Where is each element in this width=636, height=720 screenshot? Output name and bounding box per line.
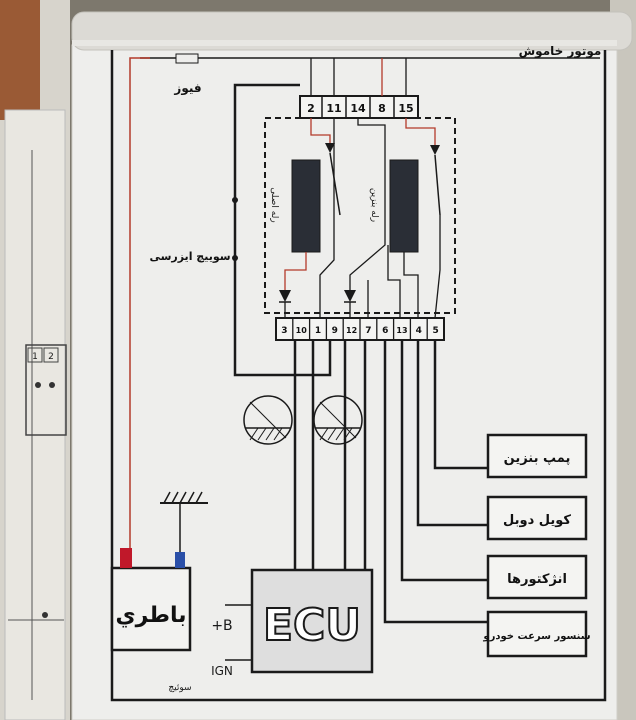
bottom-pin-13: 13: [396, 326, 407, 335]
left-wood-edge: [0, 0, 40, 120]
bottom-pin-7: 7: [365, 326, 371, 336]
top-pin-14: 14: [350, 102, 366, 115]
left-panel-pin-box-1: [27, 347, 43, 363]
plus-b-label: +B: [211, 618, 232, 634]
bottom-pin-10: 10: [296, 326, 308, 335]
diagram-title: موتور خاموش: [519, 44, 602, 59]
coil-wire: [416, 340, 488, 527]
relay1-red-wire: [310, 118, 331, 150]
left-panel-node-2: [49, 382, 55, 388]
bottom-connector-cells: [292, 318, 428, 340]
left-panel-relay-box: [25, 344, 67, 436]
bottom-pin-9: 9: [332, 326, 338, 336]
relay1-diode-top: [325, 143, 335, 153]
diode-left: [279, 290, 291, 302]
ign-label: IGN: [211, 664, 233, 678]
outer-frame-wire: [110, 50, 607, 702]
pump-relay-label: رله بنزین: [369, 188, 379, 222]
diode-mid: [344, 290, 356, 302]
left-panel-node-3: [42, 612, 48, 618]
relay2-out-wire-b: [403, 252, 419, 318]
bottom-pin-4: 4: [416, 326, 422, 336]
fuel-pump-wire: [433, 340, 488, 470]
ground-symbol-left: [243, 395, 293, 445]
switch-node-top: [232, 197, 238, 203]
relay2-out-wire-a: [387, 245, 401, 318]
speed-sensor-wire: [383, 340, 488, 624]
injectors-label: انژکتورها: [507, 572, 567, 587]
switch-label: سوییچ ایزرسی: [149, 250, 230, 263]
left-panel-pin-box-2: [43, 347, 59, 363]
top-pin-15: 15: [398, 102, 413, 115]
top-pin-11: 11: [326, 102, 341, 115]
bottom-pin-1: 1: [315, 326, 321, 336]
battery-box: [110, 566, 192, 652]
relay2-red-wire: [405, 118, 436, 145]
injectors-box: [486, 554, 588, 600]
relay-mid-wire: [349, 118, 386, 290]
left-panel-pin-2: 2: [48, 352, 54, 362]
roll-shadow: [72, 40, 617, 46]
battery-negative-terminal: [175, 552, 185, 568]
pump-relay-coil: [389, 159, 419, 253]
fuse-label: فیوز: [173, 81, 201, 96]
coil-box: [486, 495, 588, 541]
ecu-box: [250, 568, 374, 674]
left-panel-node: [35, 382, 41, 388]
left-panel-pin-1: 1: [32, 352, 38, 362]
top-connector-cells: [321, 96, 395, 118]
ign-note: سوئیچ: [168, 683, 191, 693]
relay1-coil-wire: [284, 252, 307, 290]
bottom-pin-12: 12: [346, 326, 357, 335]
relay2-contact: [434, 154, 441, 216]
fuse-symbol: [175, 53, 199, 64]
main-relay-label: رله اصلی: [269, 187, 279, 222]
left-partial-panel: [4, 109, 66, 720]
relay-enclosure: [264, 117, 456, 314]
speed-sensor-label: سنسور سرعت خودرو: [482, 631, 590, 642]
battery-ground-symbol: [160, 491, 208, 504]
speed-sensor-box: [486, 610, 588, 658]
relay1-contact: [329, 152, 341, 216]
relay2-diode-top: [430, 145, 440, 155]
coil-label: کویل دوبل: [503, 513, 571, 528]
fuel-pump-label: پمپ بنزین: [504, 451, 571, 466]
switch-loop-wire: [233, 83, 332, 377]
battery-positive-wire: [129, 57, 150, 548]
main-relay-coil: [291, 159, 321, 253]
injector-wire: [400, 340, 488, 582]
fuel-pump-box: [486, 433, 588, 479]
battery-positive-terminal: [120, 548, 132, 568]
top-pin-2: 2: [307, 102, 315, 115]
bottom-pin-6: 6: [382, 326, 388, 336]
switch-node-bottom: [232, 255, 238, 261]
relay1-output-wire: [319, 118, 335, 318]
battery-label: باطري: [115, 603, 186, 628]
relay2-out-wire-c: [434, 215, 441, 319]
top-pin-8: 8: [378, 102, 386, 115]
ecu-label: ECU: [263, 600, 361, 651]
bottom-pin-5: 5: [432, 326, 438, 336]
bottom-pin-3: 3: [281, 326, 287, 336]
